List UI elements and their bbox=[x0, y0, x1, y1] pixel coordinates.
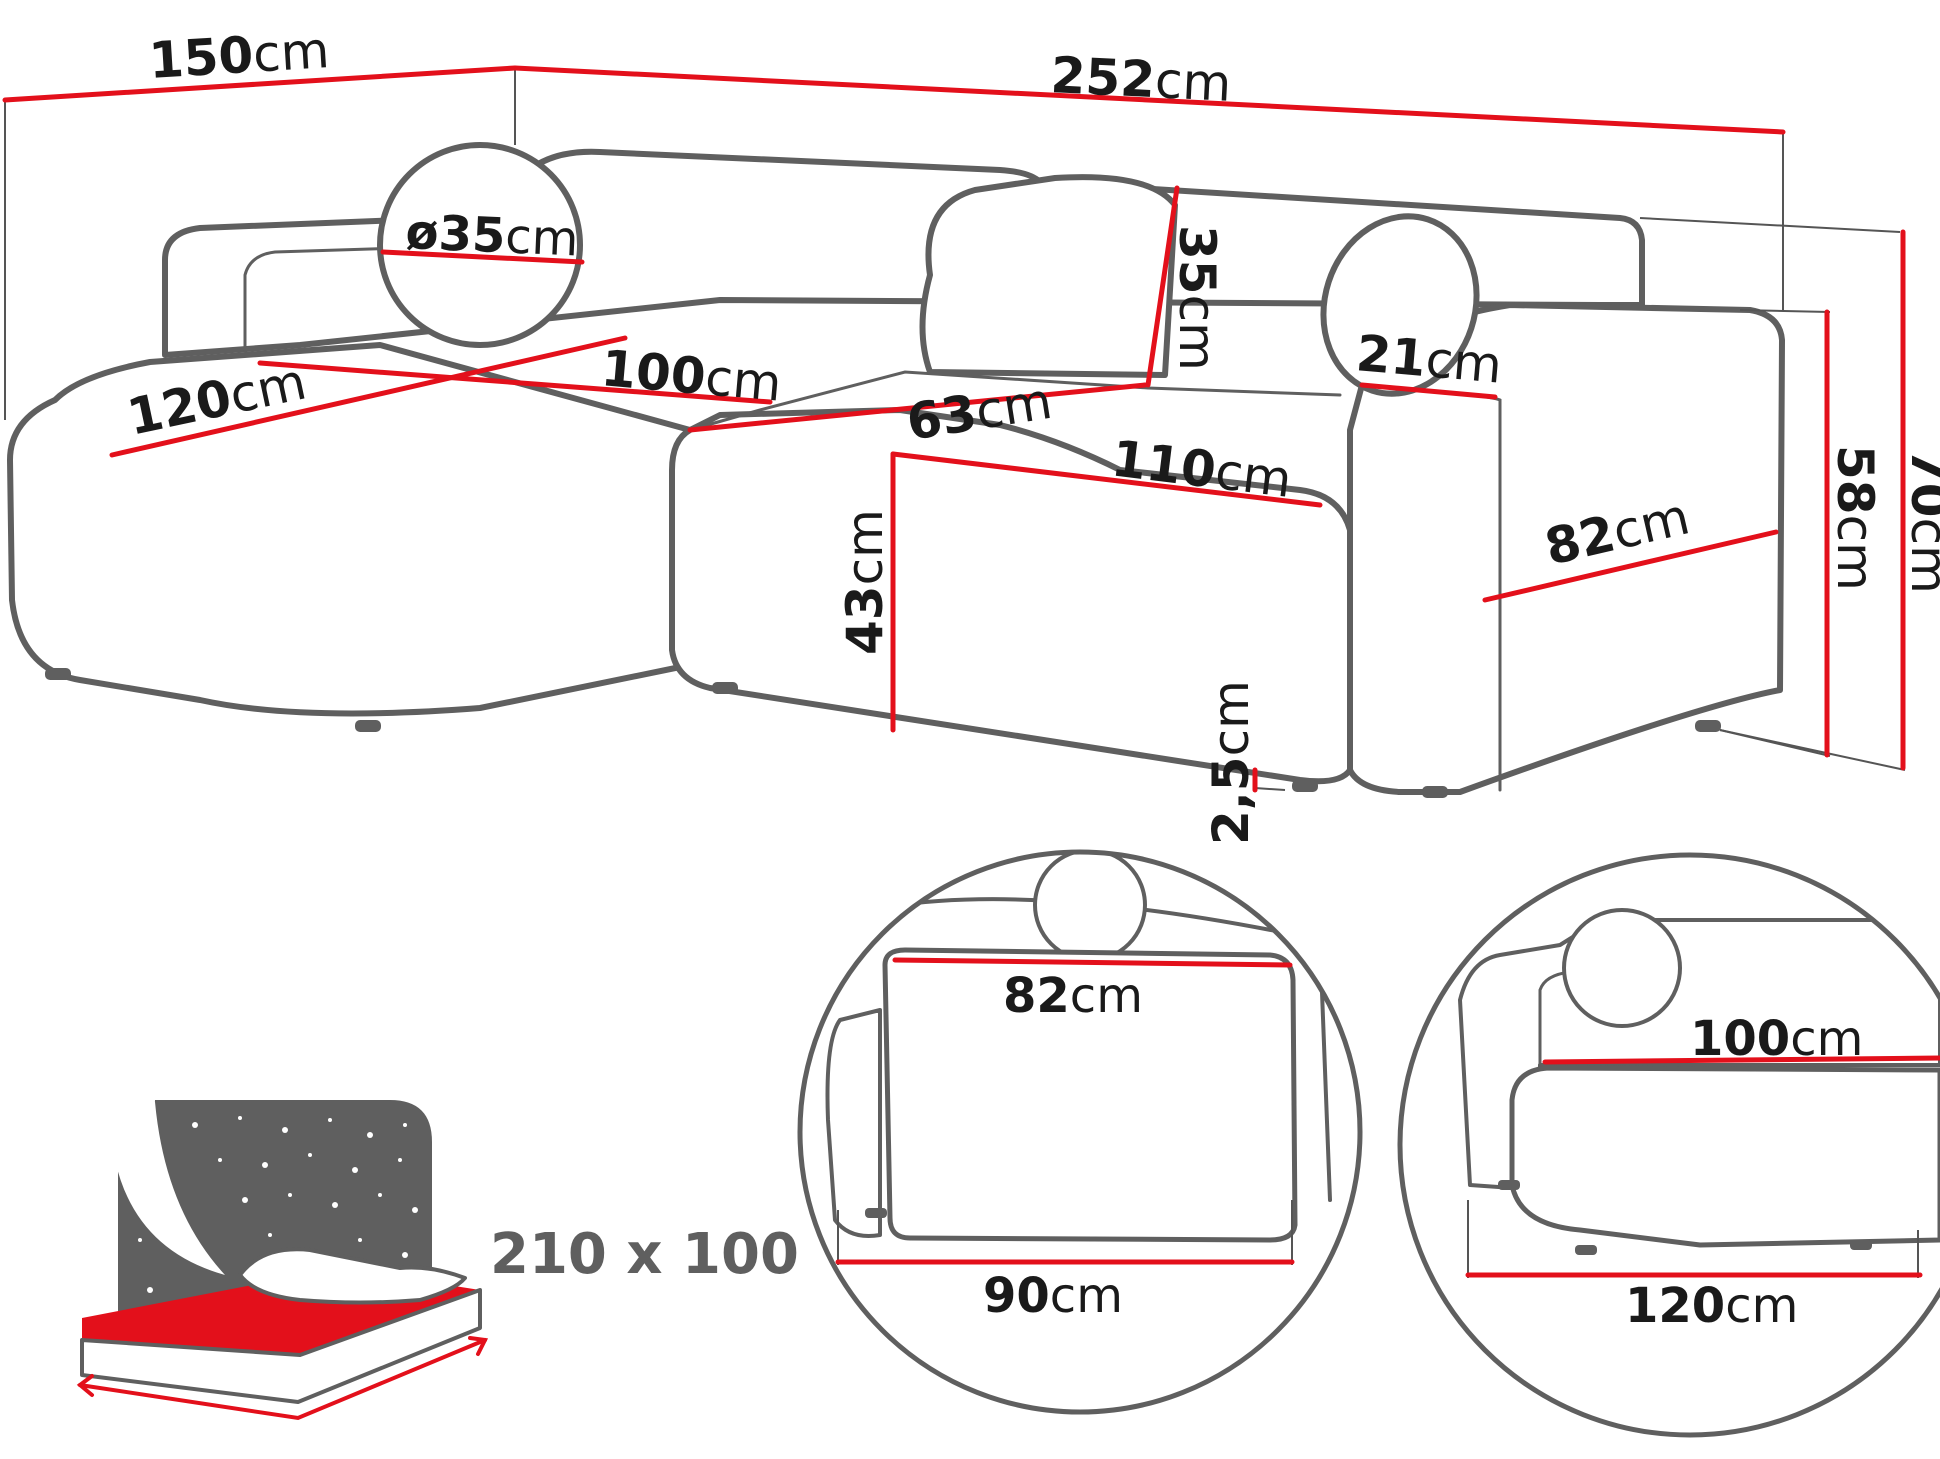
dim-line-120 bbox=[109, 335, 628, 458]
stars bbox=[128, 1116, 418, 1317]
label-63: 63cm bbox=[903, 372, 1056, 452]
dim-line-35-diameter bbox=[380, 249, 585, 265]
dim-line-100 bbox=[257, 360, 773, 405]
detail-right-module: 82cm 90cm bbox=[797, 849, 1363, 1415]
detail-chaise: 100cm 120cm bbox=[1397, 852, 1940, 1438]
round-cushion-left bbox=[377, 142, 583, 348]
detail2-bottom-label: 120cm bbox=[1625, 1278, 1798, 1334]
sofa-drawing bbox=[7, 142, 1785, 798]
sofa-foot bbox=[45, 668, 71, 680]
back-cushion-left bbox=[919, 174, 1178, 378]
dimension-lines bbox=[2, 65, 1906, 793]
detail1-top-label: 82cm bbox=[1003, 968, 1143, 1024]
dim-line-150 bbox=[2, 65, 518, 103]
middle-seat-top bbox=[688, 370, 1342, 432]
dim-line-110 bbox=[890, 451, 1323, 508]
label-110: 110cm bbox=[1109, 429, 1295, 509]
round-cushion-right bbox=[1320, 213, 1480, 397]
dim-line-82 bbox=[1482, 529, 1779, 603]
sofa-foot bbox=[355, 720, 381, 732]
dimension-labels: 150cm 252cm ø35cm 120cm 100cm 35cm 63cm … bbox=[122, 21, 1940, 845]
label-70: 70cm bbox=[1900, 448, 1940, 594]
bed-size-label: 210 x 100 bbox=[490, 1222, 799, 1287]
label-pillow-diameter: ø35cm bbox=[404, 204, 579, 267]
label-2-5: 2,5cm bbox=[1202, 680, 1260, 845]
label-150: 150cm bbox=[147, 21, 331, 90]
dim-line-252 bbox=[512, 65, 1786, 135]
sofa-foot bbox=[712, 682, 738, 694]
bed-arrow bbox=[78, 1338, 487, 1421]
label-43: 43cm bbox=[836, 509, 894, 655]
pillow bbox=[238, 1247, 467, 1305]
bed-base bbox=[80, 1288, 482, 1404]
label-252: 252cm bbox=[1049, 46, 1232, 113]
label-58: 58cm bbox=[1826, 445, 1884, 591]
detail2-top-label: 100cm bbox=[1690, 1011, 1863, 1067]
label-35-back: 35cm bbox=[1168, 225, 1226, 371]
label-21: 21cm bbox=[1354, 324, 1504, 394]
extension-lines bbox=[4, 68, 1906, 791]
dim-line-63 bbox=[687, 382, 1148, 433]
dim-line-35-back bbox=[1145, 185, 1180, 388]
chaise-inner-arm bbox=[243, 246, 402, 352]
detail1-bottom-label: 90cm bbox=[983, 1268, 1123, 1324]
dim-line-21 bbox=[1359, 382, 1498, 400]
sofa-foot bbox=[1695, 720, 1721, 732]
sofa-foot bbox=[1292, 780, 1318, 792]
sofa-foot bbox=[1422, 786, 1448, 798]
label-100: 100cm bbox=[599, 339, 784, 413]
bed-function-icon: 210 x 100 bbox=[76, 1100, 799, 1421]
